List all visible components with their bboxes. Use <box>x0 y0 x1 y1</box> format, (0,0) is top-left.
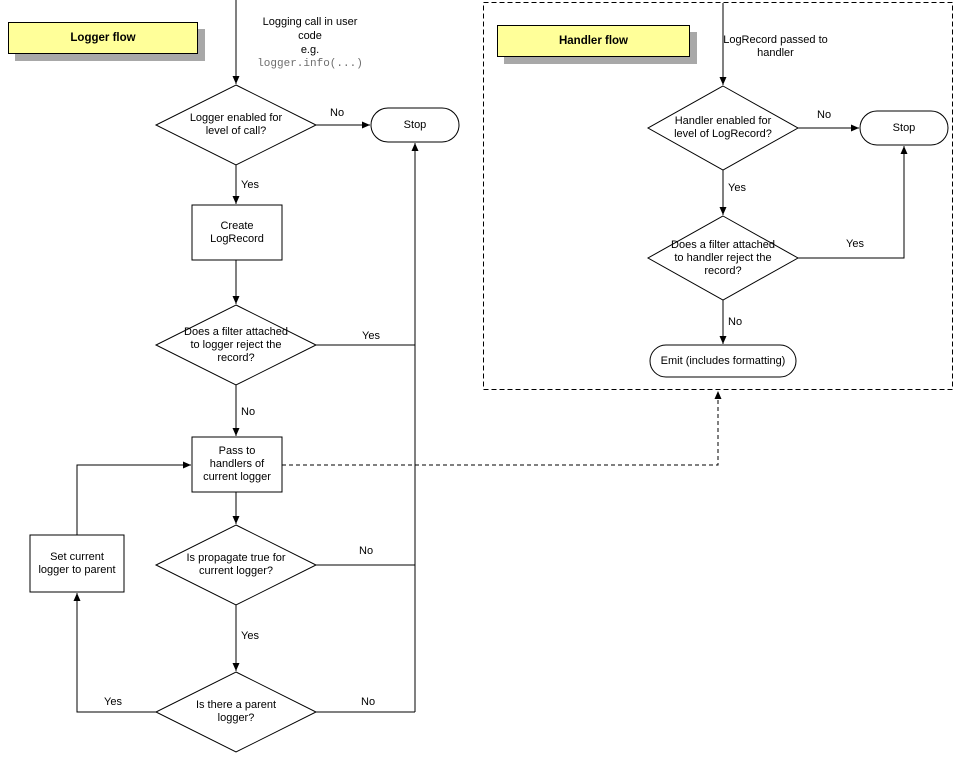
logger-enabled-text: Logger enabled for level of call? <box>156 85 316 165</box>
handler-filter-text: Does a filter attached to handler reject… <box>648 216 798 300</box>
node-logger-enabled-diamond <box>154 84 318 166</box>
logger-flow-banner-label: Logger flow <box>70 32 136 44</box>
propagate-text: Is propagate true for current logger? <box>156 525 316 605</box>
edge-label-yes: Yes <box>728 182 746 194</box>
edge-parent-yes-to-setparent <box>73 593 156 713</box>
node-logger-stop <box>370 107 460 143</box>
node-text-line: record? <box>217 351 255 364</box>
nodes <box>29 84 949 753</box>
node-text-line: Logger enabled for <box>189 112 283 124</box>
set-current-logger-text: Set current logger to parent <box>30 535 124 592</box>
handler-start-text: LogRecord passed to handler <box>698 34 853 60</box>
node-text-line: Does a filter attached <box>671 238 775 251</box>
edge-label-yes: Yes <box>846 238 864 250</box>
node-text-line: Pass to <box>218 445 256 457</box>
edge-label-yes: Yes <box>362 330 380 342</box>
logger-start-text: Logging call in user code e.g. logger.in… <box>234 15 386 71</box>
handler-flow-banner-label: Handler flow <box>558 35 628 47</box>
node-logger-filter-diamond <box>154 304 318 386</box>
node-handler-filter-diamond <box>646 215 800 301</box>
handler-flow-banner: Handler flow <box>497 25 690 57</box>
edge-pass-to-handler-flow <box>282 391 722 466</box>
edge-label-no: No <box>361 696 376 708</box>
logger-start-line: e.g. <box>300 44 320 56</box>
node-text-line: level of call? <box>205 125 267 137</box>
edge-label-yes: Yes <box>104 696 122 708</box>
node-text-line: Handler enabled for <box>674 115 772 127</box>
logger-flow-banner: Logger flow <box>8 22 198 54</box>
pass-to-handlers-text: Pass to handlers of current logger <box>192 437 282 492</box>
node-emit <box>649 344 797 378</box>
logger-start-code: logger.info(...) <box>257 58 363 70</box>
edge-label-no: No <box>241 406 256 418</box>
node-text-line: LogRecord <box>210 232 264 245</box>
logger-filter-text: Does a filter attached to logger reject … <box>156 305 316 385</box>
node-text-line: logger? <box>217 712 255 724</box>
node-handler-stop <box>859 110 949 146</box>
node-text-line: current logger <box>203 471 271 483</box>
node-pass-to-handlers <box>191 436 283 493</box>
edges <box>73 0 908 713</box>
node-text-line: Does a filter attached <box>184 325 288 338</box>
node-text-line: to handler reject the <box>674 251 772 264</box>
node-text-line: Is propagate true for <box>186 552 286 564</box>
node-text-line: current logger? <box>199 565 273 577</box>
node-propagate-diamond <box>154 524 318 606</box>
handler-flow-boundary <box>483 2 953 390</box>
node-text-line: Stop <box>403 118 427 131</box>
logger-start-line: code <box>298 30 322 42</box>
handler-stop-text: Stop <box>860 111 948 145</box>
node-text-line: handler <box>757 47 794 59</box>
node-text-line: Is there a parent <box>195 699 277 711</box>
node-text-line: Create <box>220 219 254 232</box>
node-text-line: LogRecord passed to <box>723 34 828 46</box>
edge-label-no: No <box>330 107 345 119</box>
create-logrecord-text: Create LogRecord <box>192 205 282 260</box>
node-text-line: logger to parent <box>38 563 116 576</box>
node-text-line: handlers of <box>209 458 265 470</box>
edge-setparent-to-pass <box>76 461 191 535</box>
node-text-line: level of LogRecord? <box>674 128 772 140</box>
node-text-line: Set current <box>50 550 104 563</box>
node-text-line: Emit (includes formatting) <box>660 354 786 367</box>
parent-text: Is there a parent logger? <box>156 672 316 752</box>
node-text-line: Stop <box>892 121 916 134</box>
edge-label-no: No <box>728 316 743 328</box>
logger-start-line: Logging call in user <box>262 16 358 28</box>
node-parent-diamond <box>154 671 318 753</box>
emit-text: Emit (includes formatting) <box>650 345 796 377</box>
node-handler-enabled-diamond <box>646 85 800 171</box>
node-create-logrecord <box>191 204 283 261</box>
edge-label-yes: Yes <box>241 630 259 642</box>
handler-enabled-text: Handler enabled for level of LogRecord? <box>648 86 798 170</box>
edge-hfilter-yes-to-hstop <box>798 146 908 259</box>
node-text-line: to logger reject the <box>190 338 282 351</box>
edge-label-yes: Yes <box>241 179 259 191</box>
edge-label-no: No <box>817 109 832 121</box>
node-set-current-logger <box>29 534 125 593</box>
edge-label-no: No <box>359 545 374 557</box>
node-text-line: record? <box>704 264 742 277</box>
logger-stop-text: Stop <box>371 108 459 142</box>
